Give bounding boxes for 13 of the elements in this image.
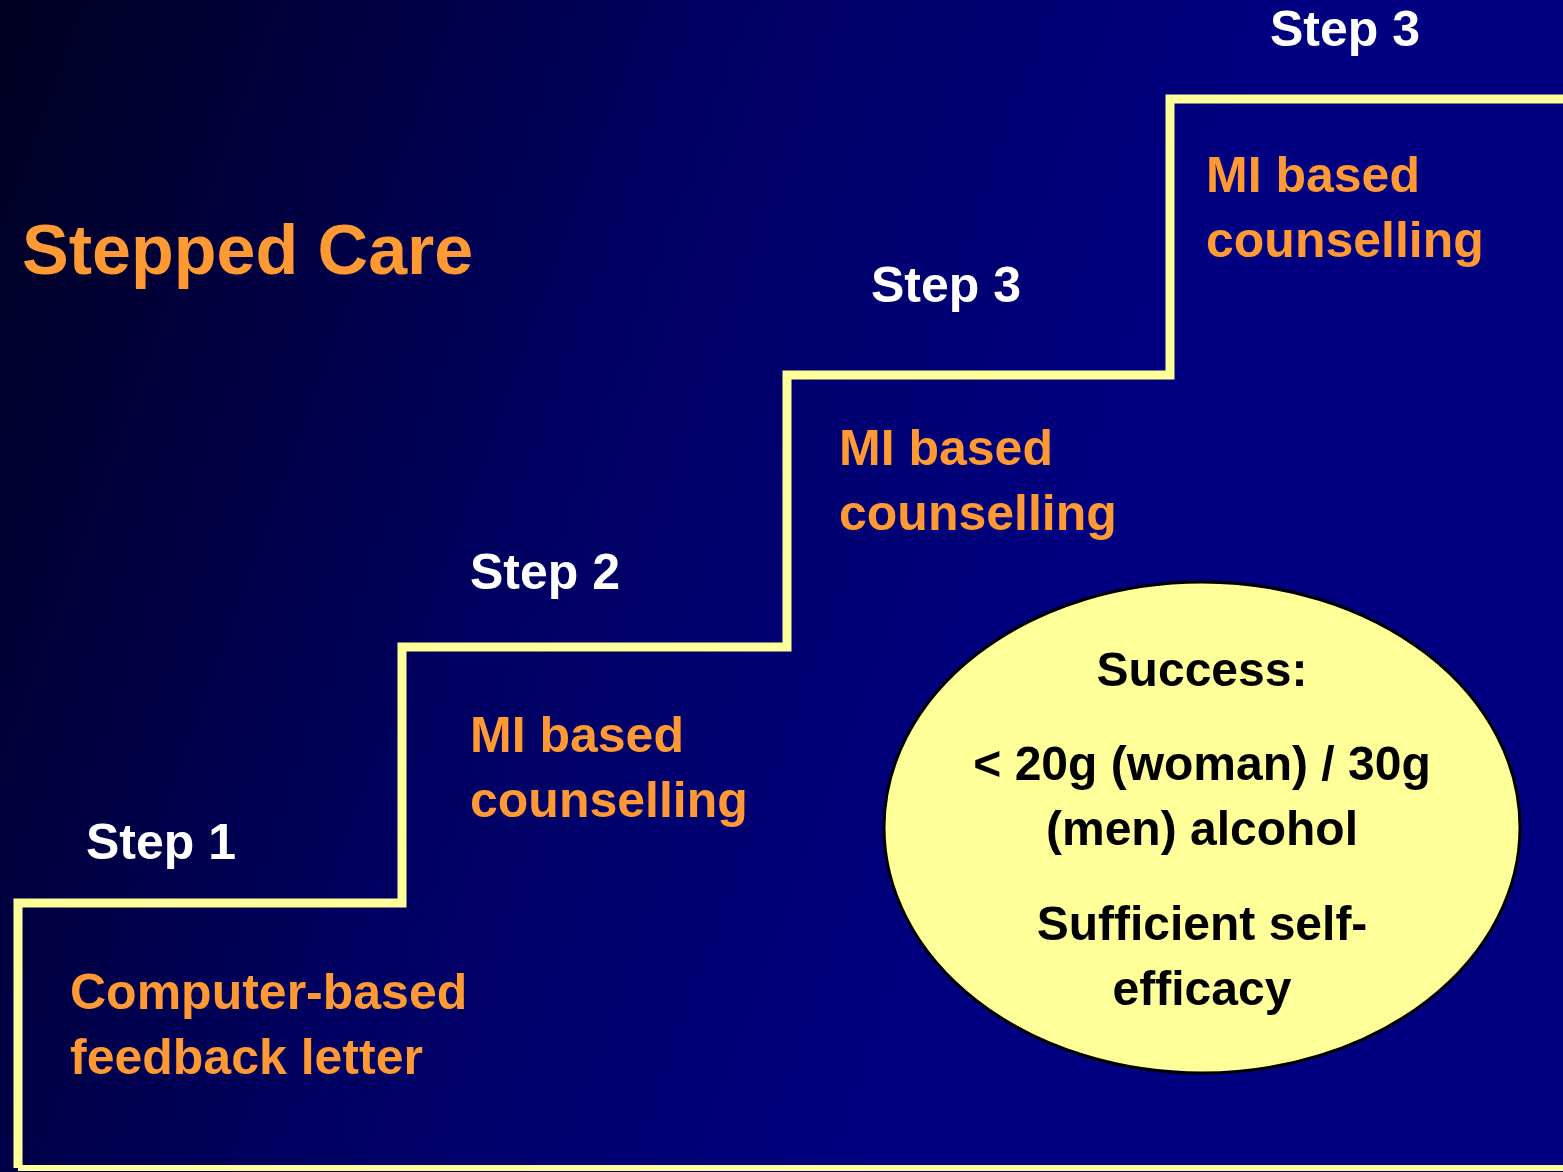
step-text: Computer-based feedback letter [70, 963, 469, 1087]
ellipse-text: < 20g (woman) / 30g (men) alcohol [972, 736, 1432, 857]
ellipse-text: Sufficient self-efficacy [1035, 896, 1369, 1017]
step-heading: Step 2 [470, 545, 621, 600]
step-heading: Step 3 [871, 258, 1022, 313]
step-heading: Step 3 [1270, 2, 1421, 57]
ellipse-heading: Success: [1095, 642, 1309, 698]
step-text: MI based counselling [470, 706, 749, 830]
success-ellipse [882, 580, 1522, 1075]
step-text: MI based counselling [839, 419, 1118, 543]
step-heading: Step 1 [86, 815, 237, 870]
step-text: MI based counselling [1206, 146, 1485, 270]
title: Stepped Care [22, 210, 474, 290]
